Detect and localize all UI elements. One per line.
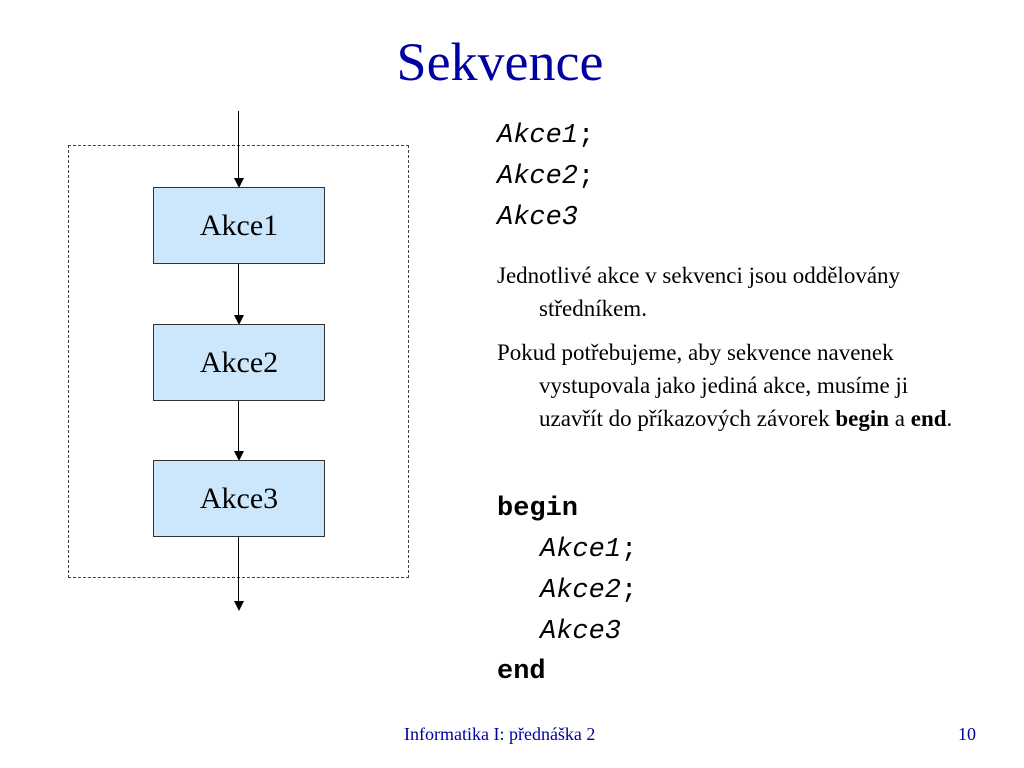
code-action: Akce1 bbox=[497, 121, 579, 151]
footer-page-number: 10 bbox=[958, 724, 976, 744]
code-separator: ; bbox=[578, 162, 595, 192]
code-action: Akce2 bbox=[497, 162, 579, 192]
code-block-line-akce2: Akce2; bbox=[540, 571, 637, 611]
keyword-begin: begin bbox=[497, 494, 579, 524]
code-block-line-akce1: Akce1; bbox=[540, 530, 637, 570]
footer-course: Informatika I: přednáška 2 bbox=[404, 724, 596, 744]
paragraph-text-end: . bbox=[946, 406, 953, 431]
code-separator: ; bbox=[621, 535, 638, 565]
code-line-akce1: Akce1; bbox=[497, 116, 594, 156]
code-end: end bbox=[497, 652, 546, 692]
paragraph-text-mid: a bbox=[889, 406, 911, 431]
action-box-1: Akce1 bbox=[153, 187, 325, 264]
action-box-2: Akce2 bbox=[153, 324, 325, 401]
code-separator: ; bbox=[578, 121, 595, 151]
paragraph-text: Pokud potřebujeme, aby sekvence navenek … bbox=[497, 340, 909, 431]
code-begin: begin bbox=[497, 489, 578, 529]
keyword-end: end bbox=[497, 657, 546, 687]
code-block-line-akce3: Akce3 bbox=[540, 612, 621, 652]
action-box-3: Akce3 bbox=[153, 460, 325, 537]
paragraph-separator-info: Jednotlivé akce v sekvenci jsou oddělová… bbox=[497, 263, 901, 321]
keyword-begin: begin bbox=[835, 406, 890, 431]
code-action: Akce1 bbox=[540, 535, 622, 565]
paragraph-begin-end-info: Pokud potřebujeme, aby sekvence navenek … bbox=[497, 336, 967, 435]
code-line-akce2: Akce2; bbox=[497, 157, 594, 197]
code-line-akce3: Akce3 bbox=[497, 198, 578, 238]
code-action: Akce2 bbox=[540, 576, 622, 606]
code-action: Akce3 bbox=[540, 617, 622, 647]
slide-title: Sekvence bbox=[396, 32, 604, 92]
code-action: Akce3 bbox=[497, 203, 579, 233]
code-separator: ; bbox=[621, 576, 638, 606]
keyword-end: end bbox=[910, 406, 947, 431]
